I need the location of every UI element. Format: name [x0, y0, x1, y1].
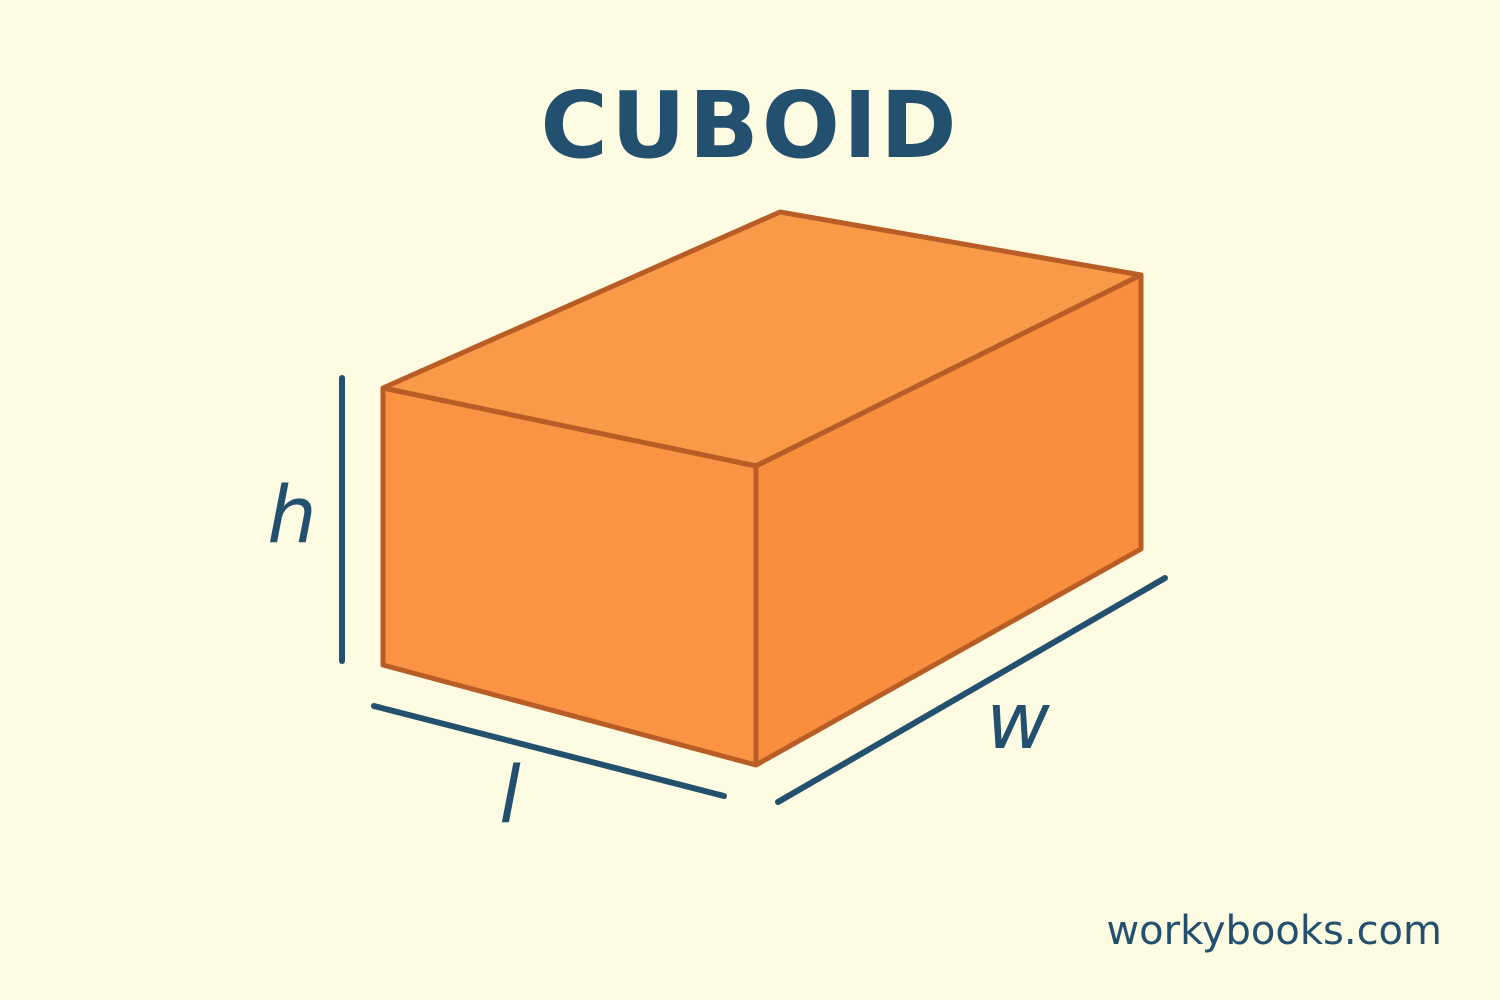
height-label: h: [267, 471, 316, 561]
watermark: workybooks.com: [1106, 908, 1442, 954]
cuboid-side-face: [753, 272, 1144, 768]
length-label: l: [499, 751, 521, 841]
diagram-title: CUBOID: [540, 72, 960, 179]
width-dimension-line: [775, 575, 1168, 805]
width-label: w: [986, 677, 1050, 767]
length-dimension-line: [371, 703, 727, 799]
